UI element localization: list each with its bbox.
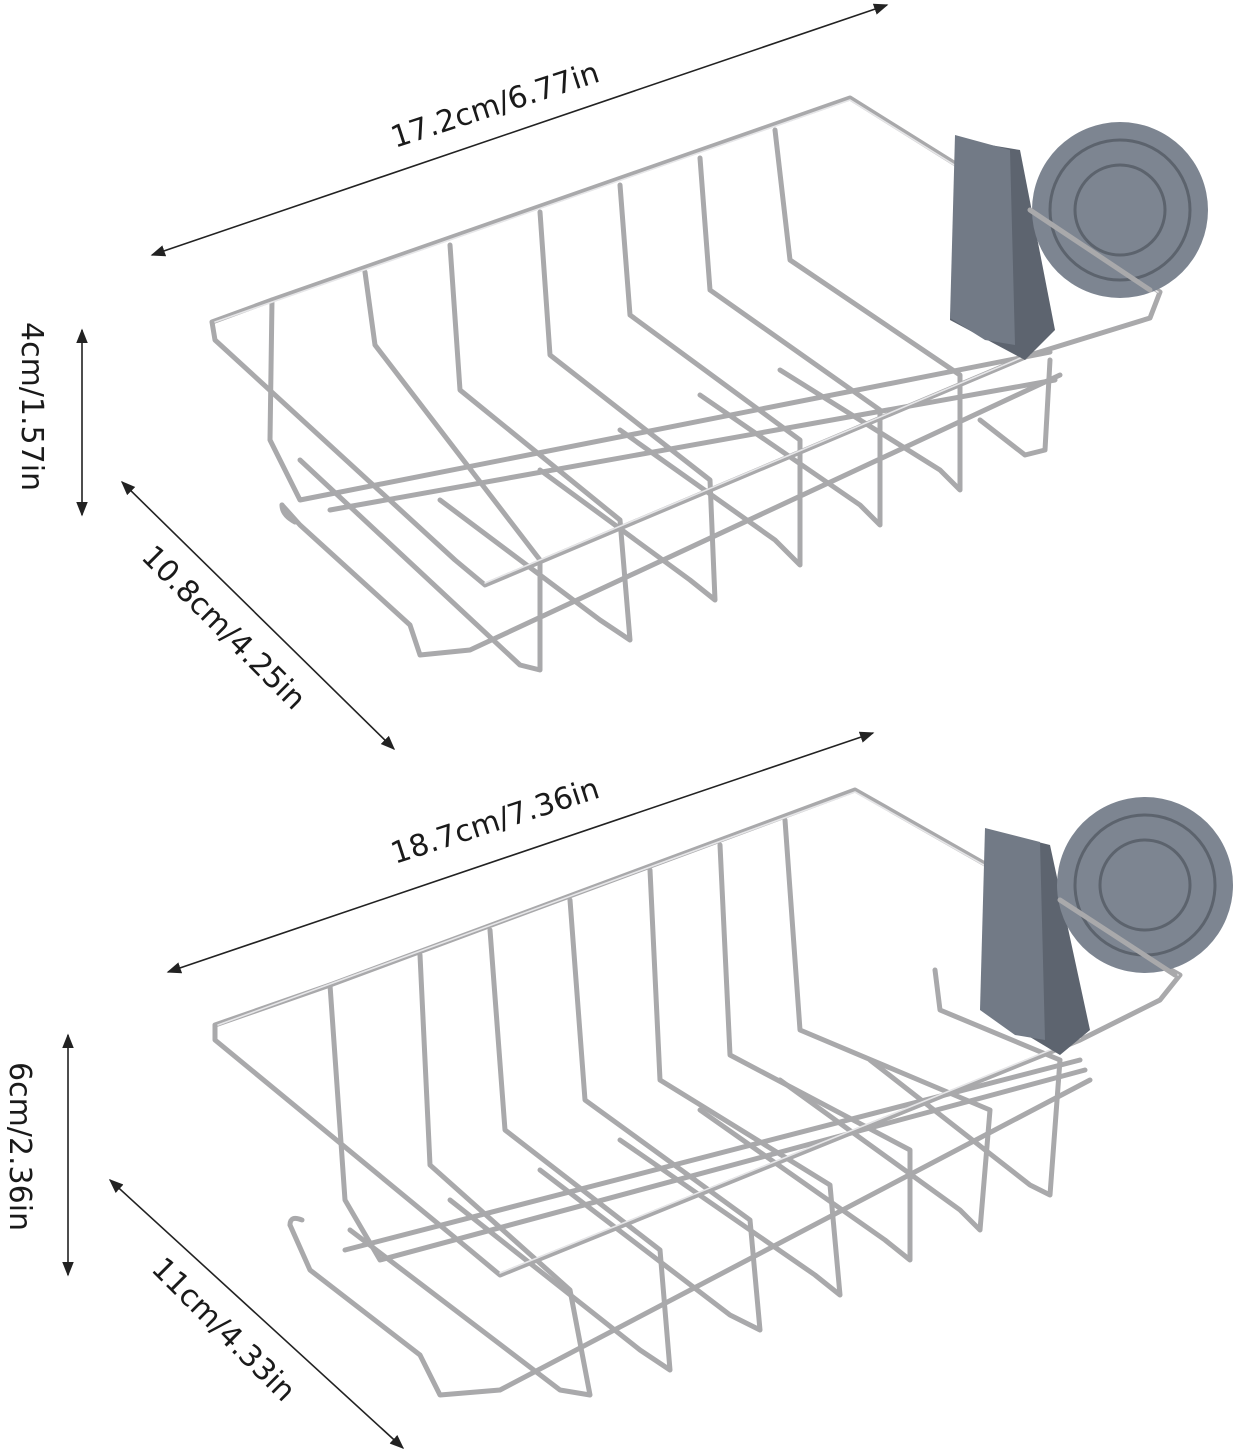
small-depth-arrow [120, 480, 396, 751]
small-clamp [950, 122, 1208, 360]
large-clamp [980, 797, 1233, 1055]
small-length-label: 17.2cm/6.77in [387, 55, 604, 155]
large-clamp-knob-icon [1057, 797, 1233, 973]
small-height-label: 4cm/1.57in [14, 322, 49, 491]
small-basket-wireframe [209, 95, 1163, 673]
large-basket: 18.7cm/7.36in 6cm/2.36in 11cm/4.33in [2, 731, 1233, 1449]
large-length-arrow [166, 731, 875, 974]
large-basket-wireframe [212, 787, 1183, 1398]
large-height-label: 6cm/2.36in [2, 1062, 37, 1231]
small-length-arrow [150, 3, 889, 257]
small-depth-label: 10.8cm/4.25in [134, 539, 312, 717]
large-depth-label: 11cm/4.33in [144, 1251, 302, 1409]
large-length-label: 18.7cm/7.36in [387, 771, 604, 871]
large-depth-arrow [108, 1179, 405, 1449]
small-basket: 17.2cm/6.77in 4cm/1.57in 10.8cm/4.25in [14, 3, 1208, 751]
small-clamp-knob-icon [1032, 122, 1208, 298]
